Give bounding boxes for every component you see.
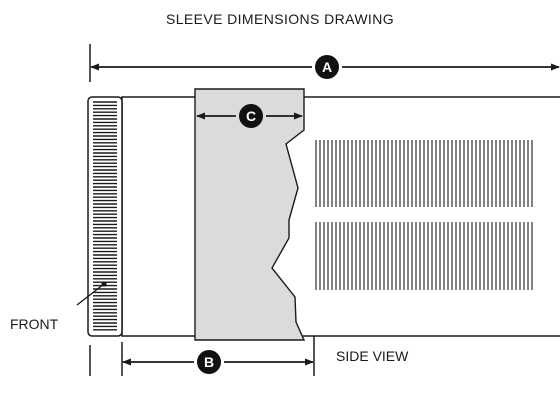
dimension-b-badge (197, 350, 221, 374)
dimension-b-letter: B (204, 354, 214, 370)
dimension-a: A (90, 55, 560, 79)
front-leader-line (76, 283, 105, 306)
dimension-b: B (122, 350, 314, 374)
dimension-c-badge (239, 104, 263, 128)
dimension-a-badge (315, 55, 339, 79)
front-panel (87, 96, 123, 337)
front-leader-dot (101, 281, 107, 287)
enclosure-body (121, 96, 560, 337)
front-label: FRONT (10, 316, 59, 332)
sleeve (194, 88, 306, 341)
side-view-label: SIDE VIEW (336, 348, 409, 364)
dimension-c-letter: C (246, 108, 256, 124)
diagram-title: SLEEVE DIMENSIONS DRAWING (166, 11, 394, 27)
front-grille (93, 101, 117, 331)
dimension-a-letter: A (322, 59, 332, 75)
dimension-c: C (196, 104, 303, 128)
side-vent-upper (315, 140, 533, 207)
side-vent-lower (315, 222, 533, 290)
